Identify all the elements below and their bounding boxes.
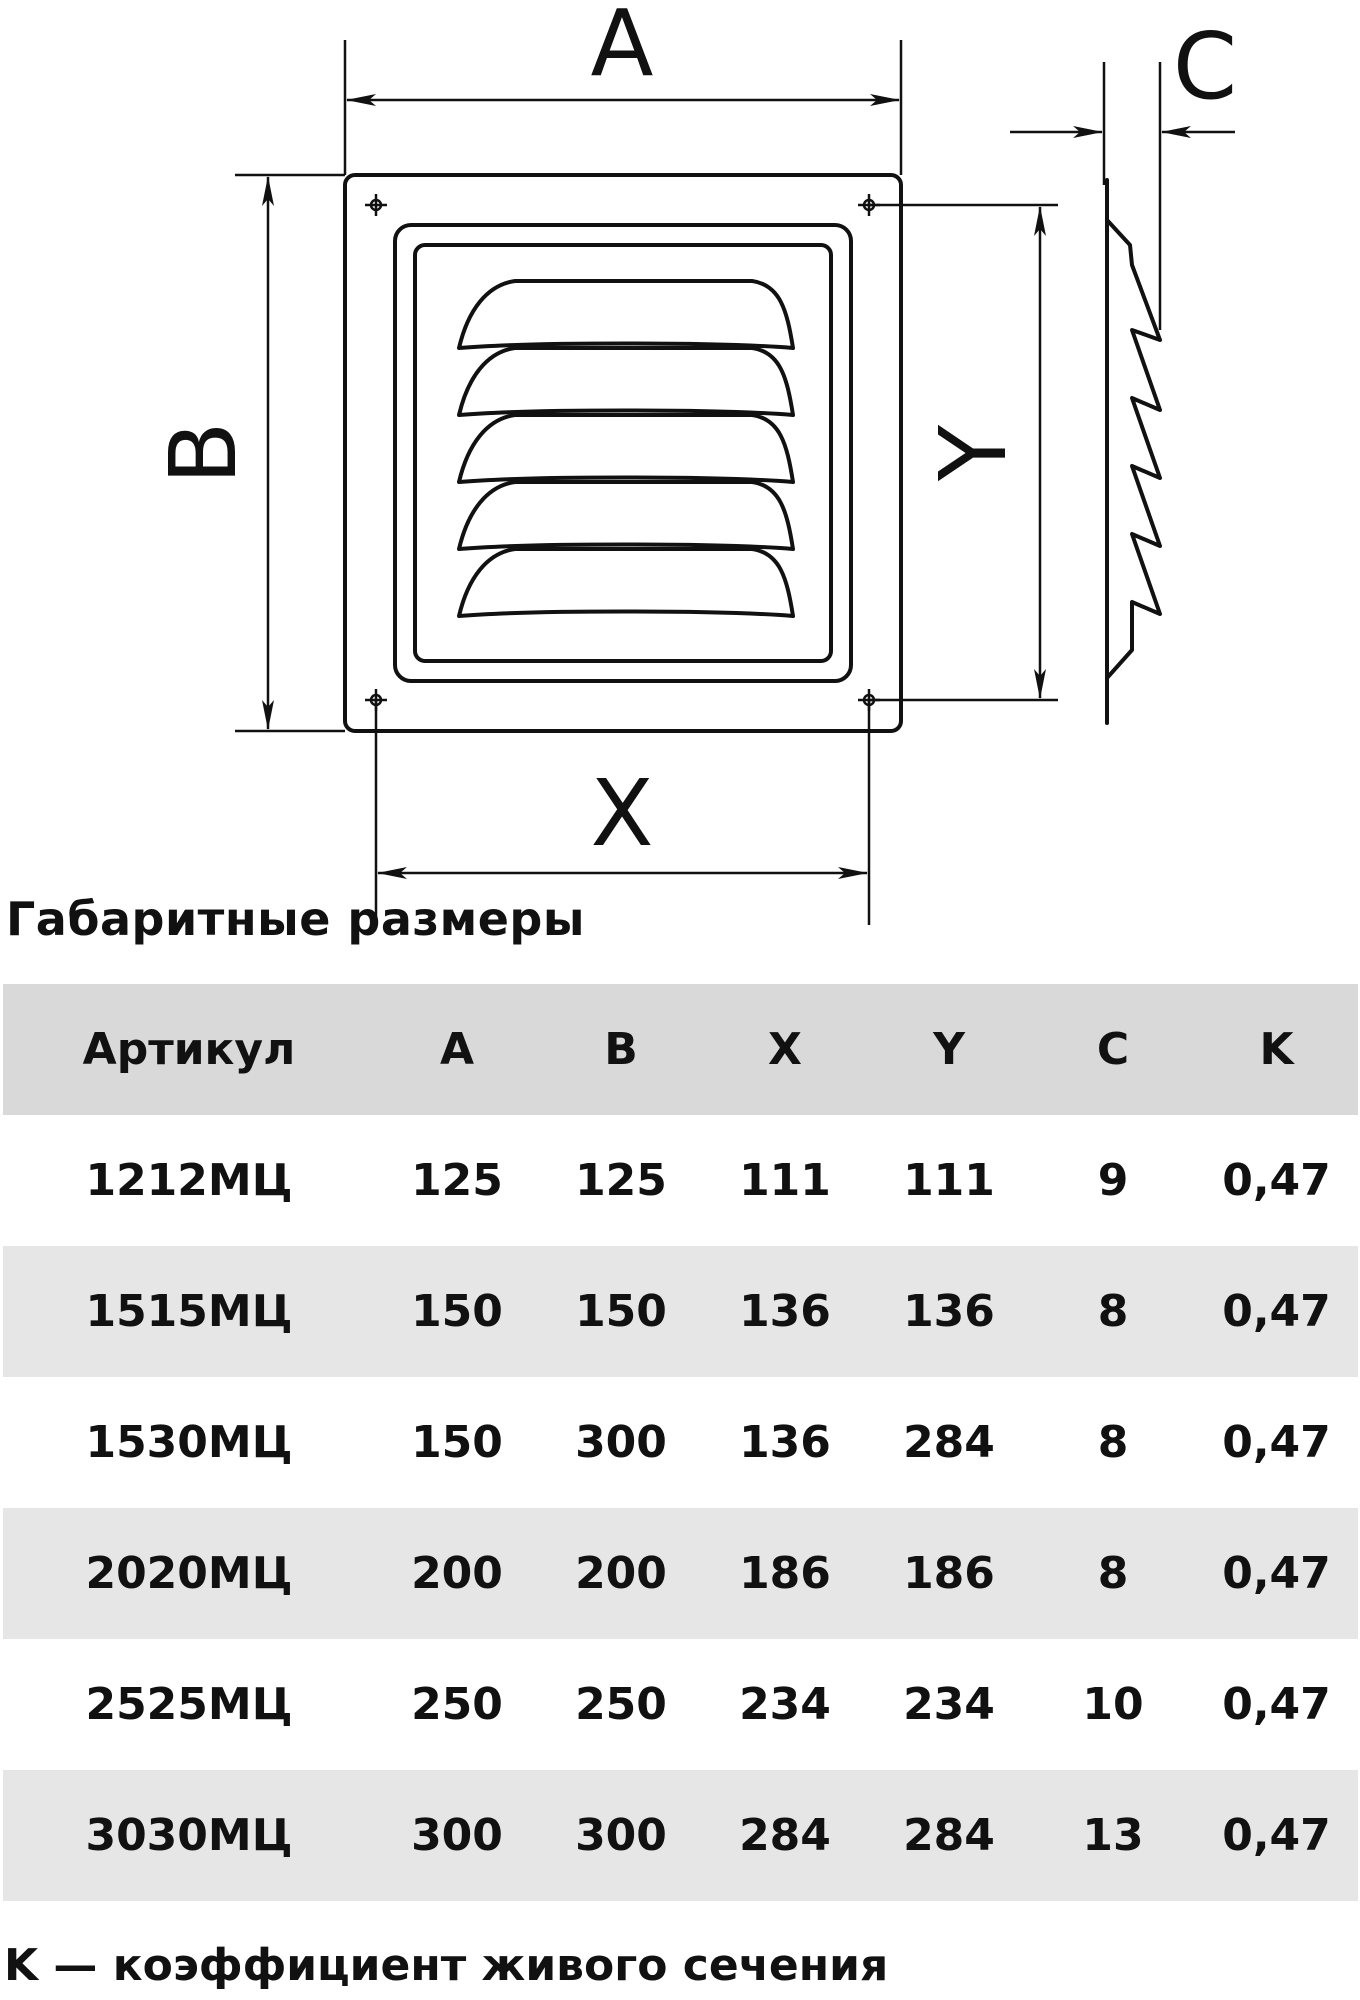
label-x: X: [590, 760, 653, 867]
header-b: B: [604, 1024, 638, 1075]
cell-y: 284: [903, 1810, 995, 1861]
cell-a: 125: [411, 1155, 503, 1206]
cell-k: 0,47: [1222, 1810, 1331, 1861]
cell-x: 136: [739, 1417, 831, 1468]
cell-x: 136: [739, 1286, 831, 1337]
cell-c: 9: [1097, 1155, 1129, 1206]
footnote-k-definition: K — коэффициент живого сечения: [4, 1940, 889, 1991]
header-y: Y: [933, 1024, 965, 1075]
cell-a: 150: [411, 1286, 503, 1337]
table-row: 2525МЦ 250 250 234 234 10 0,47: [3, 1639, 1358, 1770]
inner-frame: [393, 223, 853, 683]
cell-a: 150: [411, 1417, 503, 1468]
cell-b: 300: [575, 1810, 667, 1861]
louver-5: [457, 547, 795, 618]
cell-article: 3030МЦ: [85, 1810, 293, 1861]
cell-c: 8: [1097, 1286, 1129, 1337]
mounting-holes: [363, 192, 882, 713]
section-title: Габаритные размеры: [6, 892, 585, 946]
cell-article: 2020МЦ: [85, 1548, 293, 1599]
label-b: B: [150, 421, 257, 484]
cell-a: 250: [411, 1679, 503, 1730]
louver-panel: [413, 243, 833, 663]
label-a: A: [591, 0, 654, 97]
header-x: X: [768, 1024, 802, 1075]
front-view: [343, 173, 903, 733]
cell-y: 136: [903, 1286, 995, 1337]
cell-c: 10: [1082, 1679, 1144, 1730]
table-row: 1530МЦ 150 300 136 284 8 0,47: [3, 1377, 1358, 1508]
cell-c: 8: [1097, 1548, 1129, 1599]
side-view: [1105, 178, 1162, 725]
cell-article: 1530МЦ: [85, 1417, 293, 1468]
louver-1: [457, 279, 795, 350]
dimension-lines: [262, 94, 1235, 879]
header-c: C: [1096, 1024, 1130, 1075]
cell-x: 186: [739, 1548, 831, 1599]
label-c: C: [1173, 13, 1237, 120]
table-row: 1515МЦ 150 150 136 136 8 0,47: [3, 1246, 1358, 1377]
cell-article: 2525МЦ: [85, 1679, 293, 1730]
dimensions-table: Артикул A B X Y C K 1212МЦ 125 125 111 1…: [3, 984, 1358, 1901]
header-a: A: [439, 1024, 475, 1075]
grille-technical-drawing: A C X B Y: [150, 0, 1237, 925]
cell-k: 0,47: [1222, 1417, 1331, 1468]
cell-k: 0,47: [1222, 1286, 1331, 1337]
header-article: Артикул: [82, 1024, 296, 1075]
louver-4: [457, 480, 795, 551]
cell-c: 8: [1097, 1417, 1129, 1468]
table-row: 1212МЦ 125 125 111 111 9 0,47: [3, 1115, 1358, 1246]
cell-b: 150: [575, 1286, 667, 1337]
extension-lines: [235, 40, 1162, 925]
cell-b: 125: [575, 1155, 667, 1206]
cell-y: 284: [903, 1417, 995, 1468]
cell-b: 200: [575, 1548, 667, 1599]
cell-a: 200: [411, 1548, 503, 1599]
cell-b: 250: [575, 1679, 667, 1730]
cell-b: 300: [575, 1417, 667, 1468]
table-row: 3030МЦ 300 300 284 284 13 0,47: [3, 1770, 1358, 1901]
cell-x: 111: [739, 1155, 831, 1206]
cell-k: 0,47: [1222, 1548, 1331, 1599]
cell-x: 234: [739, 1679, 831, 1730]
cell-x: 284: [739, 1810, 831, 1861]
label-y: Y: [920, 424, 1027, 482]
cell-a: 300: [411, 1810, 503, 1861]
cell-c: 13: [1082, 1810, 1144, 1861]
louver-3: [457, 413, 795, 484]
table-row: 2020МЦ 200 200 186 186 8 0,47: [3, 1508, 1358, 1639]
table-header-row: Артикул A B X Y C K: [3, 984, 1358, 1115]
header-k: K: [1259, 1024, 1294, 1075]
cell-k: 0,47: [1222, 1679, 1331, 1730]
cell-article: 1515МЦ: [85, 1286, 293, 1337]
outer-frame: [343, 173, 903, 733]
cell-y: 234: [903, 1679, 995, 1730]
cell-article: 1212МЦ: [85, 1155, 293, 1206]
louver-2: [457, 346, 795, 417]
louvers: [457, 279, 795, 618]
cell-k: 0,47: [1222, 1155, 1331, 1206]
cell-y: 111: [903, 1155, 995, 1206]
side-profile: [1105, 218, 1162, 680]
cell-y: 186: [903, 1548, 995, 1599]
screw-icon-top-left: [363, 192, 389, 218]
